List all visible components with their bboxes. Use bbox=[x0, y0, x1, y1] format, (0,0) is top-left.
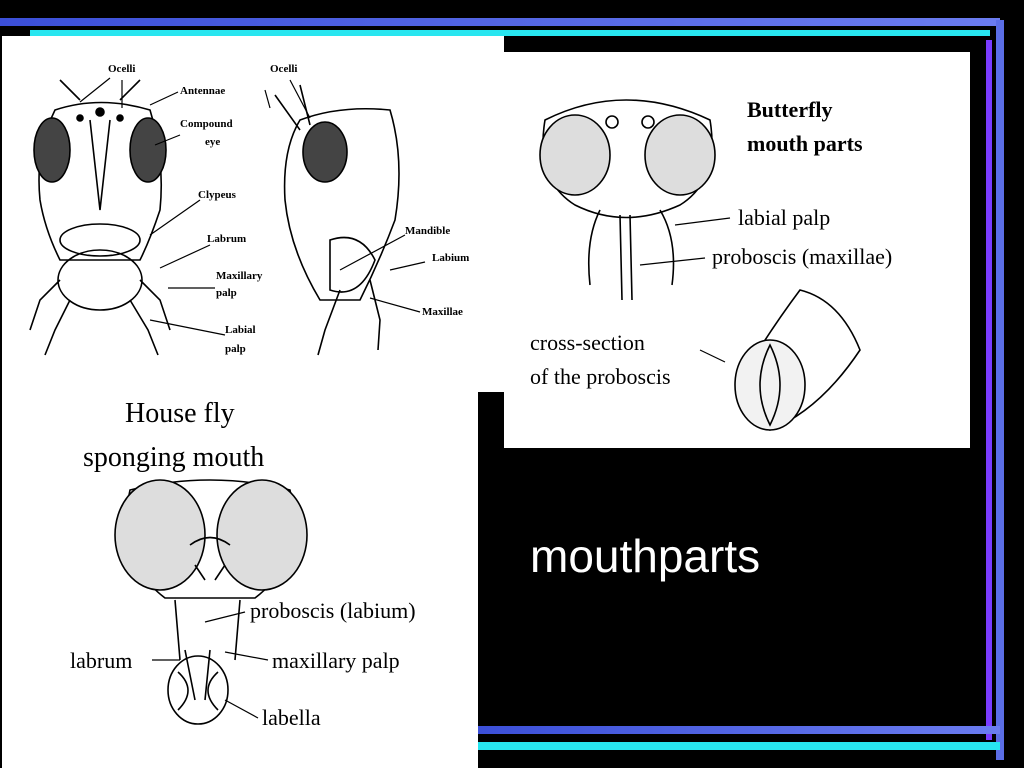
label-mandible: Mandible bbox=[405, 225, 451, 237]
label-compound-eye-2: eye bbox=[205, 136, 221, 148]
label-maxillary-palp-1: Maxillary bbox=[216, 270, 263, 282]
label-labium: Labium bbox=[432, 252, 470, 264]
leader-lines bbox=[79, 77, 731, 719]
bottom-stripe-blue bbox=[470, 726, 1000, 734]
label-labial-palp-2: palp bbox=[225, 343, 246, 355]
label-labial-palp-1: Labial bbox=[225, 324, 256, 336]
right-stripe-blue bbox=[996, 20, 1004, 760]
label-proboscis-labium: proboscis (labium) bbox=[250, 598, 416, 623]
butterfly-title-1: Butterfly bbox=[747, 97, 833, 122]
label-maxillary-palp-2: palp bbox=[216, 287, 237, 299]
label-cross-section-1: cross-section bbox=[530, 330, 645, 355]
label-labial-palp-butterfly: labial palp bbox=[738, 205, 831, 230]
bottom-stripe-cyan bbox=[470, 742, 1000, 750]
label-proboscis-maxillae: proboscis (maxillae) bbox=[712, 244, 893, 269]
butterfly-head bbox=[539, 99, 861, 431]
slide-title: mouthparts bbox=[530, 530, 761, 582]
label-ocelli-front: Ocelli bbox=[108, 63, 136, 75]
label-labrum-housefly: labrum bbox=[70, 648, 133, 673]
label-labrum-grasshopper: Labrum bbox=[207, 233, 247, 245]
housefly-title-1: House fly bbox=[125, 398, 235, 429]
grasshopper-side-head bbox=[274, 84, 400, 356]
label-ocelli-side: Ocelli bbox=[270, 63, 298, 75]
label-antennae: Antennae bbox=[180, 85, 226, 97]
housefly-head bbox=[114, 479, 308, 725]
label-maxillae: Maxillae bbox=[422, 306, 463, 318]
label-cross-section-2: of the proboscis bbox=[530, 364, 671, 389]
label-labella: labella bbox=[262, 705, 321, 730]
butterfly-title-2: mouth parts bbox=[747, 131, 863, 156]
top-stripe-cyan bbox=[30, 30, 990, 36]
grasshopper-front-head bbox=[29, 79, 171, 356]
right-stripe-purple bbox=[986, 40, 992, 740]
label-clypeus: Clypeus bbox=[198, 189, 236, 201]
housefly-title-2: sponging mouth bbox=[83, 442, 265, 473]
grasshopper-housefly-panel bbox=[2, 36, 504, 392]
label-maxillary-palp-housefly: maxillary palp bbox=[272, 648, 400, 673]
label-compound-eye-1: Compound bbox=[180, 118, 233, 130]
top-stripe-blue bbox=[0, 18, 1000, 26]
